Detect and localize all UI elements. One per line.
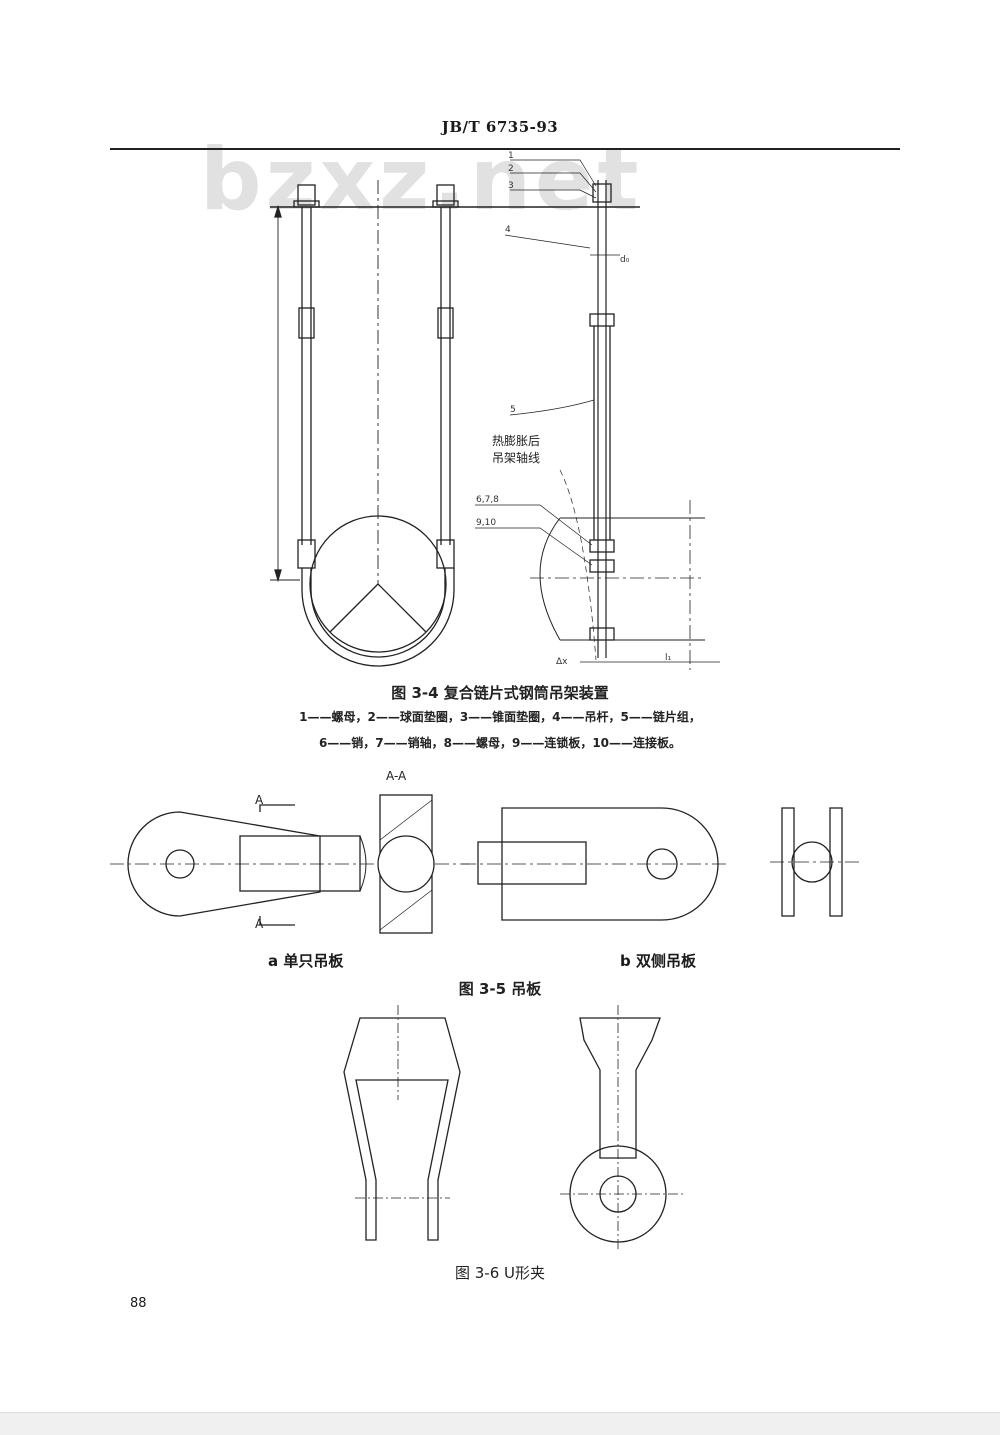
callout-3: 3 — [508, 181, 514, 191]
fig34-left-assembly — [270, 180, 640, 667]
dim-dx: Δx — [556, 657, 568, 667]
callout-5: 5 — [510, 405, 516, 415]
section-mark-bottom: A — [255, 917, 264, 931]
viewer-footer-band — [0, 1412, 1000, 1435]
fig34-caption: 图 3-4 复合链片式钢筒吊架装置 — [391, 684, 609, 702]
callout-910: 9,10 — [476, 518, 496, 528]
section-mark-top: A — [255, 793, 264, 807]
annotation-line1: 热膨胀后 — [492, 434, 540, 448]
page-number: 88 — [130, 1296, 147, 1311]
dim-l1: l₁ — [665, 653, 672, 663]
fig36-caption: 图 3-6 U形夹 — [454, 1264, 545, 1282]
fig34-legend-line1: 1——螺母，2——球面垫圈，3——锥面垫圈，4——吊杆，5——链片组， — [299, 710, 701, 724]
fig35-sub-a: a 单只吊板 — [268, 952, 344, 970]
page-header: JB/T 6735-93 — [441, 118, 559, 136]
annotation-line2: 吊架轴线 — [492, 450, 540, 465]
dim-d0: d₀ — [620, 255, 630, 265]
fig34-right-elevation — [475, 159, 720, 670]
callout-1: 1 — [508, 151, 514, 161]
fig34-legend-line2: 6——销，7——销轴，8——螺母，9——连锁板，10——连接板。 — [318, 736, 682, 750]
callout-2: 2 — [508, 164, 514, 174]
fig36-right-drawing — [560, 1005, 685, 1250]
watermark: bzxz.net — [200, 130, 643, 230]
fig35a-drawing — [110, 794, 470, 934]
section-label: A-A — [386, 769, 407, 783]
fig35b-drawing — [462, 807, 860, 921]
callout-678: 6,7,8 — [476, 495, 499, 505]
fig35-sub-b: b 双侧吊板 — [620, 952, 696, 970]
fig35-caption: 图 3-5 吊板 — [458, 980, 542, 998]
fig36-left-drawing — [343, 1005, 461, 1241]
header-rule — [110, 148, 900, 150]
callout-4: 4 — [505, 225, 511, 235]
